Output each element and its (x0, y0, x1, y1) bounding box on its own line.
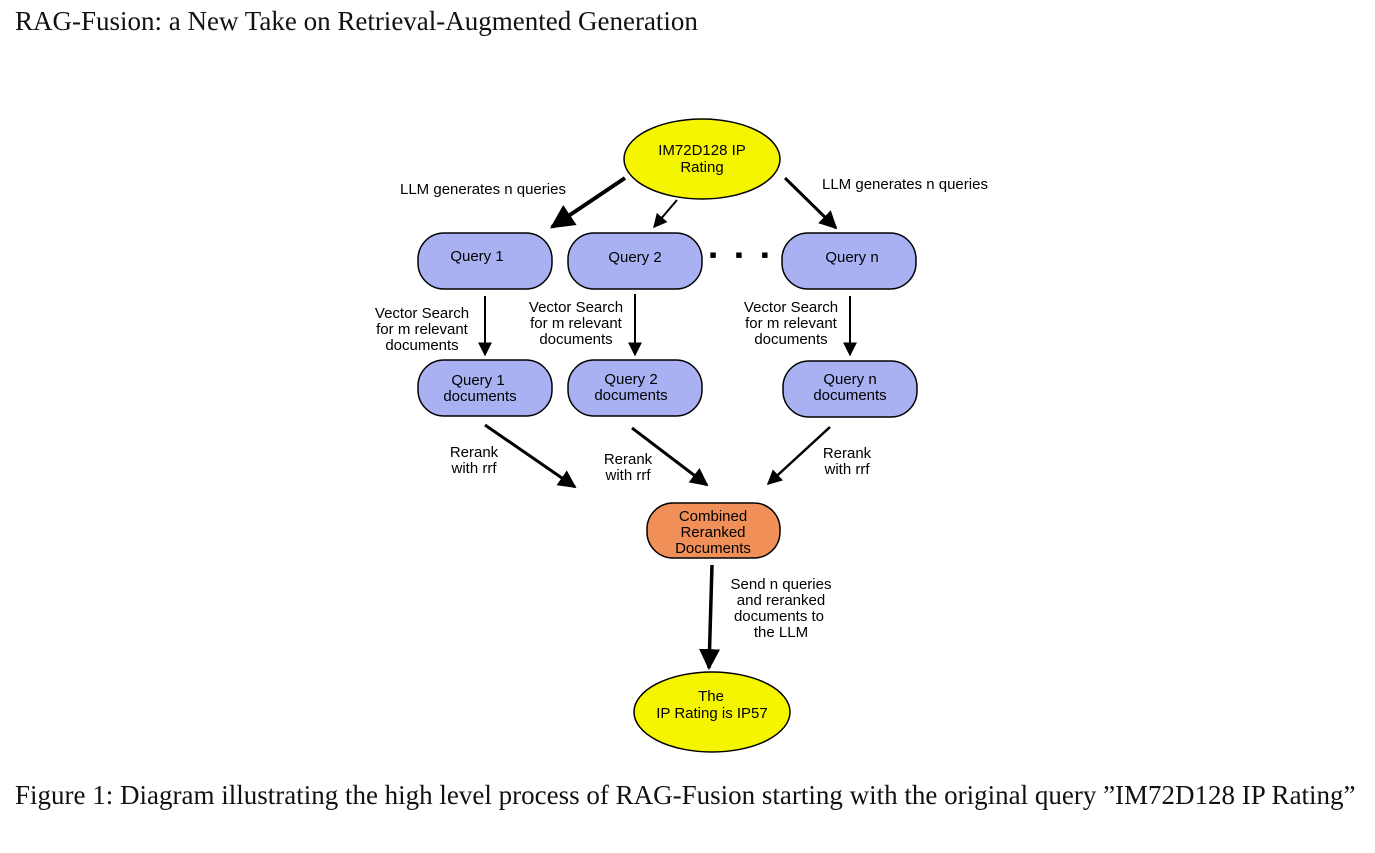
vector-1-line-1: Vector Search (375, 305, 469, 322)
page-title: RAG-Fusion: a New Take on Retrieval-Augm… (15, 6, 698, 36)
docs-n-line-1: Query n (823, 371, 876, 388)
edge-original-to-query-1 (550, 176, 627, 229)
node-original-query: IM72D128 IP Rating (623, 118, 781, 200)
label-rerank-1: Rerank with rrf (450, 444, 499, 477)
docs-1-shape (417, 359, 553, 417)
original-query-line-1: IM72D128 IP (658, 142, 746, 159)
rerank-n-line-2: with rrf (824, 461, 871, 478)
label-vector-2: Vector Search for m relevant documents (529, 299, 623, 348)
rerank-2-line-1: Rerank (604, 451, 653, 468)
combined-shape (646, 502, 781, 559)
node-query-n: Query n (781, 232, 917, 290)
rag-fusion-diagram: IM72D128 IP Rating Query 1 Query 2 ▪ ▪ ▪… (375, 118, 988, 753)
edge-docs-2-to-combined (631, 426, 709, 487)
node-answer: The IP Rating is IP57 (633, 671, 791, 753)
answer-line-2: IP Rating is IP57 (656, 705, 767, 722)
label-rerank-2: Rerank with rrf (604, 451, 653, 484)
label-send: Send n queries and reranked documents to… (731, 576, 832, 641)
combined-line-3: Documents (675, 540, 751, 557)
edge-docs-n-to-combined (766, 426, 831, 486)
edge-original-to-query-n (783, 176, 838, 230)
ellipsis-dots: ▪ ▪ ▪ (709, 242, 775, 267)
combined-line-2: Reranked (680, 524, 745, 541)
vector-n-line-2: for m relevant (745, 315, 838, 332)
docs-n-line-2: documents (813, 387, 886, 404)
docs-1-line-2: documents (443, 388, 516, 405)
original-query-line-2: Rating (680, 159, 723, 176)
answer-shape (633, 671, 791, 753)
label-llm-left: LLM generates n queries (400, 181, 566, 198)
edge-original-to-query-2 (653, 199, 678, 229)
node-docs-2: Query 2 documents (567, 359, 703, 417)
query-1-shape (417, 232, 553, 290)
docs-2-line-2: documents (594, 387, 667, 404)
vector-2-line-1: Vector Search (529, 299, 623, 316)
docs-2-shape (567, 359, 703, 417)
node-query-2: Query 2 (567, 232, 703, 290)
query-1-label: Query 1 (450, 248, 503, 265)
query-2-shape (567, 232, 703, 290)
query-2-label: Query 2 (608, 249, 661, 266)
rerank-1-line-1: Rerank (450, 444, 499, 461)
label-rerank-n: Rerank with rrf (823, 445, 872, 478)
rerank-2-line-2: with rrf (605, 467, 652, 484)
vector-2-line-3: documents (539, 331, 612, 348)
rerank-1-line-2: with rrf (451, 460, 498, 477)
rerank-n-line-1: Rerank (823, 445, 872, 462)
edge-combined-to-answer (699, 564, 721, 671)
vector-1-line-2: for m relevant (376, 321, 469, 338)
docs-2-line-1: Query 2 (604, 371, 657, 388)
vector-n-line-3: documents (754, 331, 827, 348)
node-combined: Combined Reranked Documents (646, 502, 781, 559)
combined-line-1: Combined (679, 508, 747, 525)
query-n-label: Query n (825, 249, 878, 266)
send-line-4: the LLM (754, 624, 808, 641)
edges (478, 176, 857, 671)
docs-n-shape (782, 360, 918, 418)
label-vector-1: Vector Search for m relevant documents (375, 305, 469, 354)
vector-1-line-3: documents (385, 337, 458, 354)
label-llm-right: LLM generates n queries (822, 176, 988, 193)
query-n-shape (781, 232, 917, 290)
edge-docs-1-to-combined (484, 423, 577, 489)
answer-line-1: The (698, 688, 724, 705)
send-line-3: documents to (734, 608, 824, 625)
send-line-2: and reranked (737, 592, 825, 609)
node-docs-1: Query 1 documents (417, 359, 553, 417)
vector-2-line-2: for m relevant (530, 315, 623, 332)
vector-n-line-1: Vector Search (744, 299, 838, 316)
node-query-1: Query 1 (417, 232, 553, 290)
label-vector-n: Vector Search for m relevant documents (744, 299, 838, 348)
figure-caption: Figure 1: Diagram illustrating the high … (15, 780, 1356, 810)
original-query-shape (623, 118, 781, 200)
node-docs-n: Query n documents (782, 360, 918, 418)
send-line-1: Send n queries (731, 576, 832, 593)
docs-1-line-1: Query 1 (451, 372, 504, 389)
